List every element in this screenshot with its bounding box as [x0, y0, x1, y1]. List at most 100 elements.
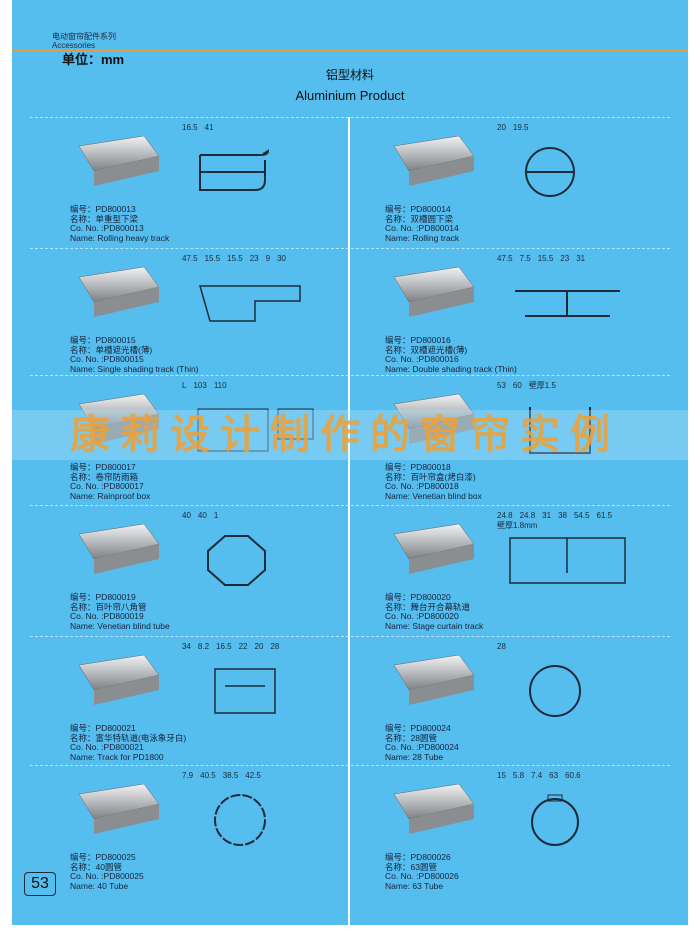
dimension-label: 15.5 [204, 254, 221, 263]
product-code: PD800025 [95, 852, 136, 862]
dimension-label: 38 [558, 511, 567, 520]
dimension-label: 7.5 [519, 254, 531, 263]
product-photo [393, 393, 475, 444]
product-code: PD800026 [410, 852, 451, 862]
product-co-no: PD800017 [103, 481, 144, 491]
product-photo [78, 783, 160, 834]
product-info: 编号：PD800014 名称：双槽圆下梁 Co. No. :PD800014 N… [385, 204, 655, 243]
dimension-label: 16.5 [216, 642, 232, 651]
product-name-cn: 双槽遮光槽(薄) [410, 344, 468, 355]
co-no-label: Co. No. : [385, 354, 419, 364]
dimension-label: 9 [265, 254, 271, 263]
product-code: PD800013 [95, 204, 136, 214]
co-no-label: Co. No. : [70, 481, 104, 491]
dimension-label: 15.5 [537, 254, 554, 263]
product-co-no: PD800016 [418, 354, 459, 364]
product-photo [78, 266, 160, 317]
product-code: PD800014 [410, 204, 451, 214]
dimension-label: 42.5 [245, 771, 261, 780]
product-photo [78, 393, 160, 444]
dimension-label: 1 [213, 511, 219, 520]
dimension-label: 103 [193, 381, 207, 390]
product-info: 编号：PD800021 名称：富华特轨道(电泳象牙白) Co. No. :PD8… [70, 723, 340, 762]
product-code: PD800024 [410, 723, 451, 733]
product-name-en: Venetian blind tube [97, 620, 170, 631]
dimension-label: 34 [182, 642, 191, 651]
dimension-label: 28 [270, 642, 280, 651]
product-info: 编号：PD800013 名称：单重型下梁 Co. No. :PD800013 N… [70, 204, 340, 243]
name-cn-label: 名称： [70, 601, 96, 612]
dimension-label: 20 [254, 642, 264, 651]
co-no-label: Co. No. : [385, 611, 419, 621]
name-en-label: Name: [385, 751, 413, 762]
product-code: PD800021 [95, 723, 136, 733]
product-name-en: 28 Tube [412, 751, 444, 762]
dimension-label: 38.5 [222, 771, 239, 780]
dimension-label: L [182, 381, 187, 390]
product-info: 编号：PD800024 名称：28圆管 Co. No. :PD800024 Na… [385, 723, 655, 762]
technical-drawing [197, 408, 314, 452]
co-no-label: Co. No. : [385, 223, 419, 233]
product-name-en: Rainproof box [97, 490, 151, 501]
name-en-label: Name: [70, 880, 98, 891]
row-separator [30, 117, 670, 118]
dimension-list: 20 19.5 [497, 123, 657, 133]
dimension-list: 28 [497, 642, 657, 652]
product-name-cn: 63圆管 [410, 861, 437, 872]
code-label: 编号： [70, 335, 96, 345]
product-co-no: PD800026 [418, 871, 459, 881]
dimension-label: 61.5 [596, 511, 613, 520]
technical-drawing [509, 537, 626, 584]
product-photo [393, 523, 475, 574]
product-co-no: PD800024 [418, 742, 459, 752]
name-en-label: Name: [385, 363, 413, 374]
technical-drawing [529, 407, 591, 454]
name-cn-label: 名称： [70, 344, 96, 355]
dimension-label: 壁厚1.5 [528, 381, 556, 390]
co-no-label: Co. No. : [385, 871, 419, 881]
product-name-cn: 40圆管 [95, 861, 122, 872]
product-info: 编号：PD800018 名称：百叶帘盒(烤白漆) Co. No. :PD8000… [385, 462, 655, 501]
co-no-label: Co. No. : [70, 354, 104, 364]
product-co-no: PD800025 [103, 871, 144, 881]
dimension-label: 40 [197, 511, 207, 520]
dimension-label: 53 [497, 381, 506, 390]
dimension-label: 54.5 [573, 511, 590, 520]
code-label: 编号： [385, 335, 411, 345]
technical-drawing [207, 535, 266, 586]
dimension-label: 20 [497, 123, 506, 132]
product-photo [393, 135, 475, 186]
page-number: 53 [24, 872, 56, 896]
product-name-en: Single shading track (Thin) [97, 363, 199, 374]
header-divider [12, 50, 688, 51]
row-separator [30, 375, 670, 376]
product-code: PD800018 [410, 462, 451, 472]
row-separator [30, 765, 670, 766]
dimension-label: 60.6 [565, 771, 581, 780]
product-co-no: PD800018 [418, 481, 459, 491]
dimension-label: 7.4 [531, 771, 543, 780]
dimension-label: 19.5 [512, 123, 529, 132]
name-cn-label: 名称： [70, 213, 96, 224]
product-name-cn: 富华特轨道(电泳象牙白) [95, 732, 187, 743]
product-info: 编号：PD800015 名称：单槽遮光槽(薄) Co. No. :PD80001… [70, 335, 340, 374]
dimension-label: 15 [497, 771, 506, 780]
dimension-label: 24.8 [519, 511, 536, 520]
product-photo [393, 266, 475, 317]
product-photo [78, 654, 160, 705]
technical-drawing [214, 668, 276, 714]
dimension-label: 8.2 [197, 642, 210, 651]
